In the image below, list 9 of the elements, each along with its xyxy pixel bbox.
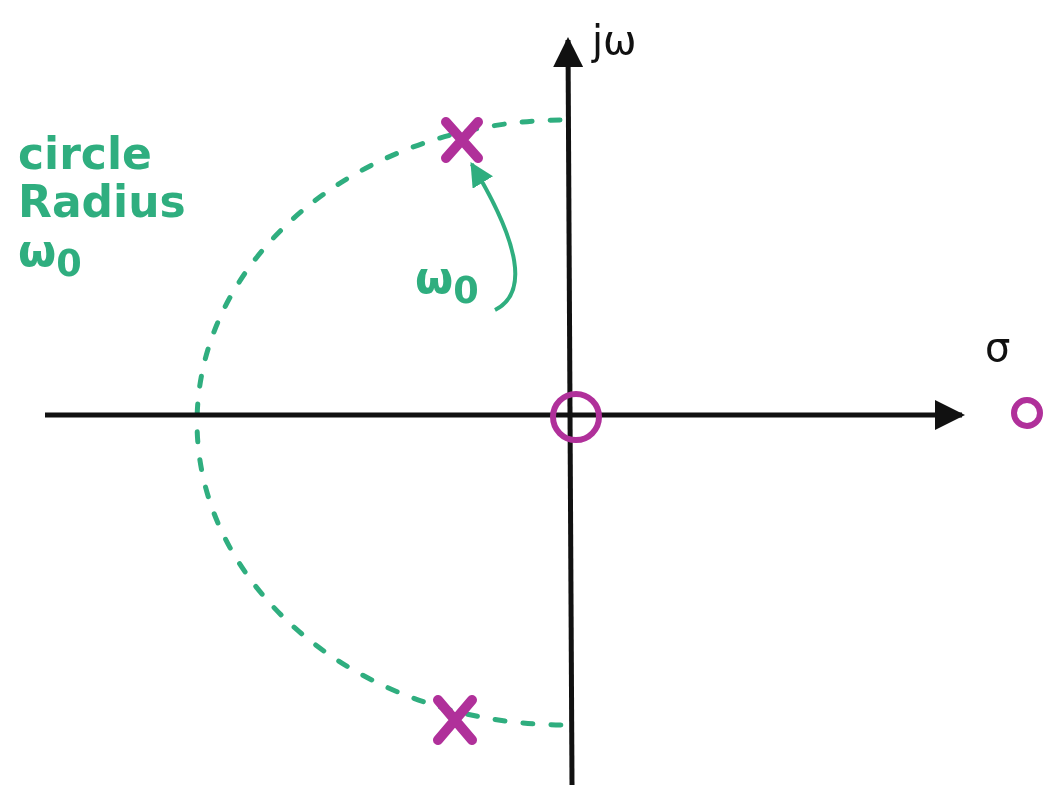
annotation-text: circle Radius ω$_{0}$ [18, 130, 187, 284]
pole-cross-mark [440, 116, 484, 164]
pole-cross-mark [432, 694, 478, 746]
label-text: ω$_{0}$ [415, 252, 495, 312]
leader-arrow [470, 161, 518, 312]
zero-circle-mark [1010, 396, 1044, 430]
axis-label: σ [985, 325, 1011, 369]
zero-circle-mark [549, 390, 603, 444]
axis-label: jω [592, 18, 637, 62]
